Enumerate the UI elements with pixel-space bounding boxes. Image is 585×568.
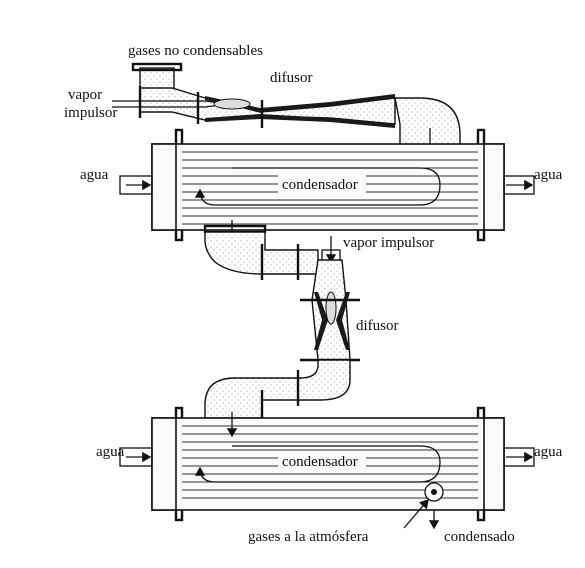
condenser-2-right-head (483, 417, 505, 511)
condenser-1-water-inlet (119, 175, 153, 195)
label-difusor-2: difusor (356, 318, 399, 334)
label-bg-condensador-1 (278, 175, 366, 193)
condenser-1-right-head (483, 143, 505, 231)
label-impulsor: impulsor (64, 105, 117, 121)
condenser-1-left-head (151, 143, 177, 231)
steam-jet-top (213, 98, 251, 110)
gas-inlet-neck (139, 67, 175, 91)
gas-leader-line (403, 499, 429, 529)
labels: gases no condensables vapor impulsor dif… (64, 43, 563, 545)
gas-inlet-flange (131, 62, 183, 72)
label-difusor-top: difusor (270, 70, 313, 86)
ejector-2 (204, 231, 360, 422)
elbow-top-to-condenser (394, 97, 461, 149)
diffuser-top-wall-lower (205, 114, 395, 128)
label-agua-1-right: agua (534, 167, 563, 183)
label-vapor: vapor (68, 87, 102, 103)
label-agua-1-left: agua (80, 167, 109, 183)
condenser-2-flow-path (194, 445, 441, 483)
diffuser-top-wall-upper (205, 94, 395, 112)
label-condensado: condensado (444, 529, 515, 545)
condenser-2-left-head (151, 417, 177, 511)
condenser-1-flow-path (194, 167, 441, 206)
label-gases-no-condensables: gases no condensables (128, 43, 263, 59)
condenser-1-water-outlet (503, 175, 535, 195)
label-bg-condensador-2 (278, 452, 366, 470)
diffuser-2-wall-right (336, 292, 350, 350)
label-vapor-impulsor-2: vapor impulsor (343, 235, 434, 251)
label-condensador-1: condensador (282, 177, 358, 193)
label-condensador-2: condensador (282, 454, 358, 470)
diffuser-2-wall-left (314, 292, 328, 350)
condenser-2-water-inlet (119, 447, 153, 467)
steam-jet-2 (325, 291, 337, 325)
gas-vent-core (431, 489, 437, 495)
ejector-top (112, 62, 461, 157)
label-agua-2-right: agua (534, 444, 563, 460)
elbow-to-condenser-2 (204, 359, 351, 419)
label-gases-a-la-atmosfera: gases a la atmósfera (248, 529, 369, 545)
label-agua-2-left: agua (96, 444, 125, 460)
condenser-2-water-outlet (503, 447, 535, 467)
